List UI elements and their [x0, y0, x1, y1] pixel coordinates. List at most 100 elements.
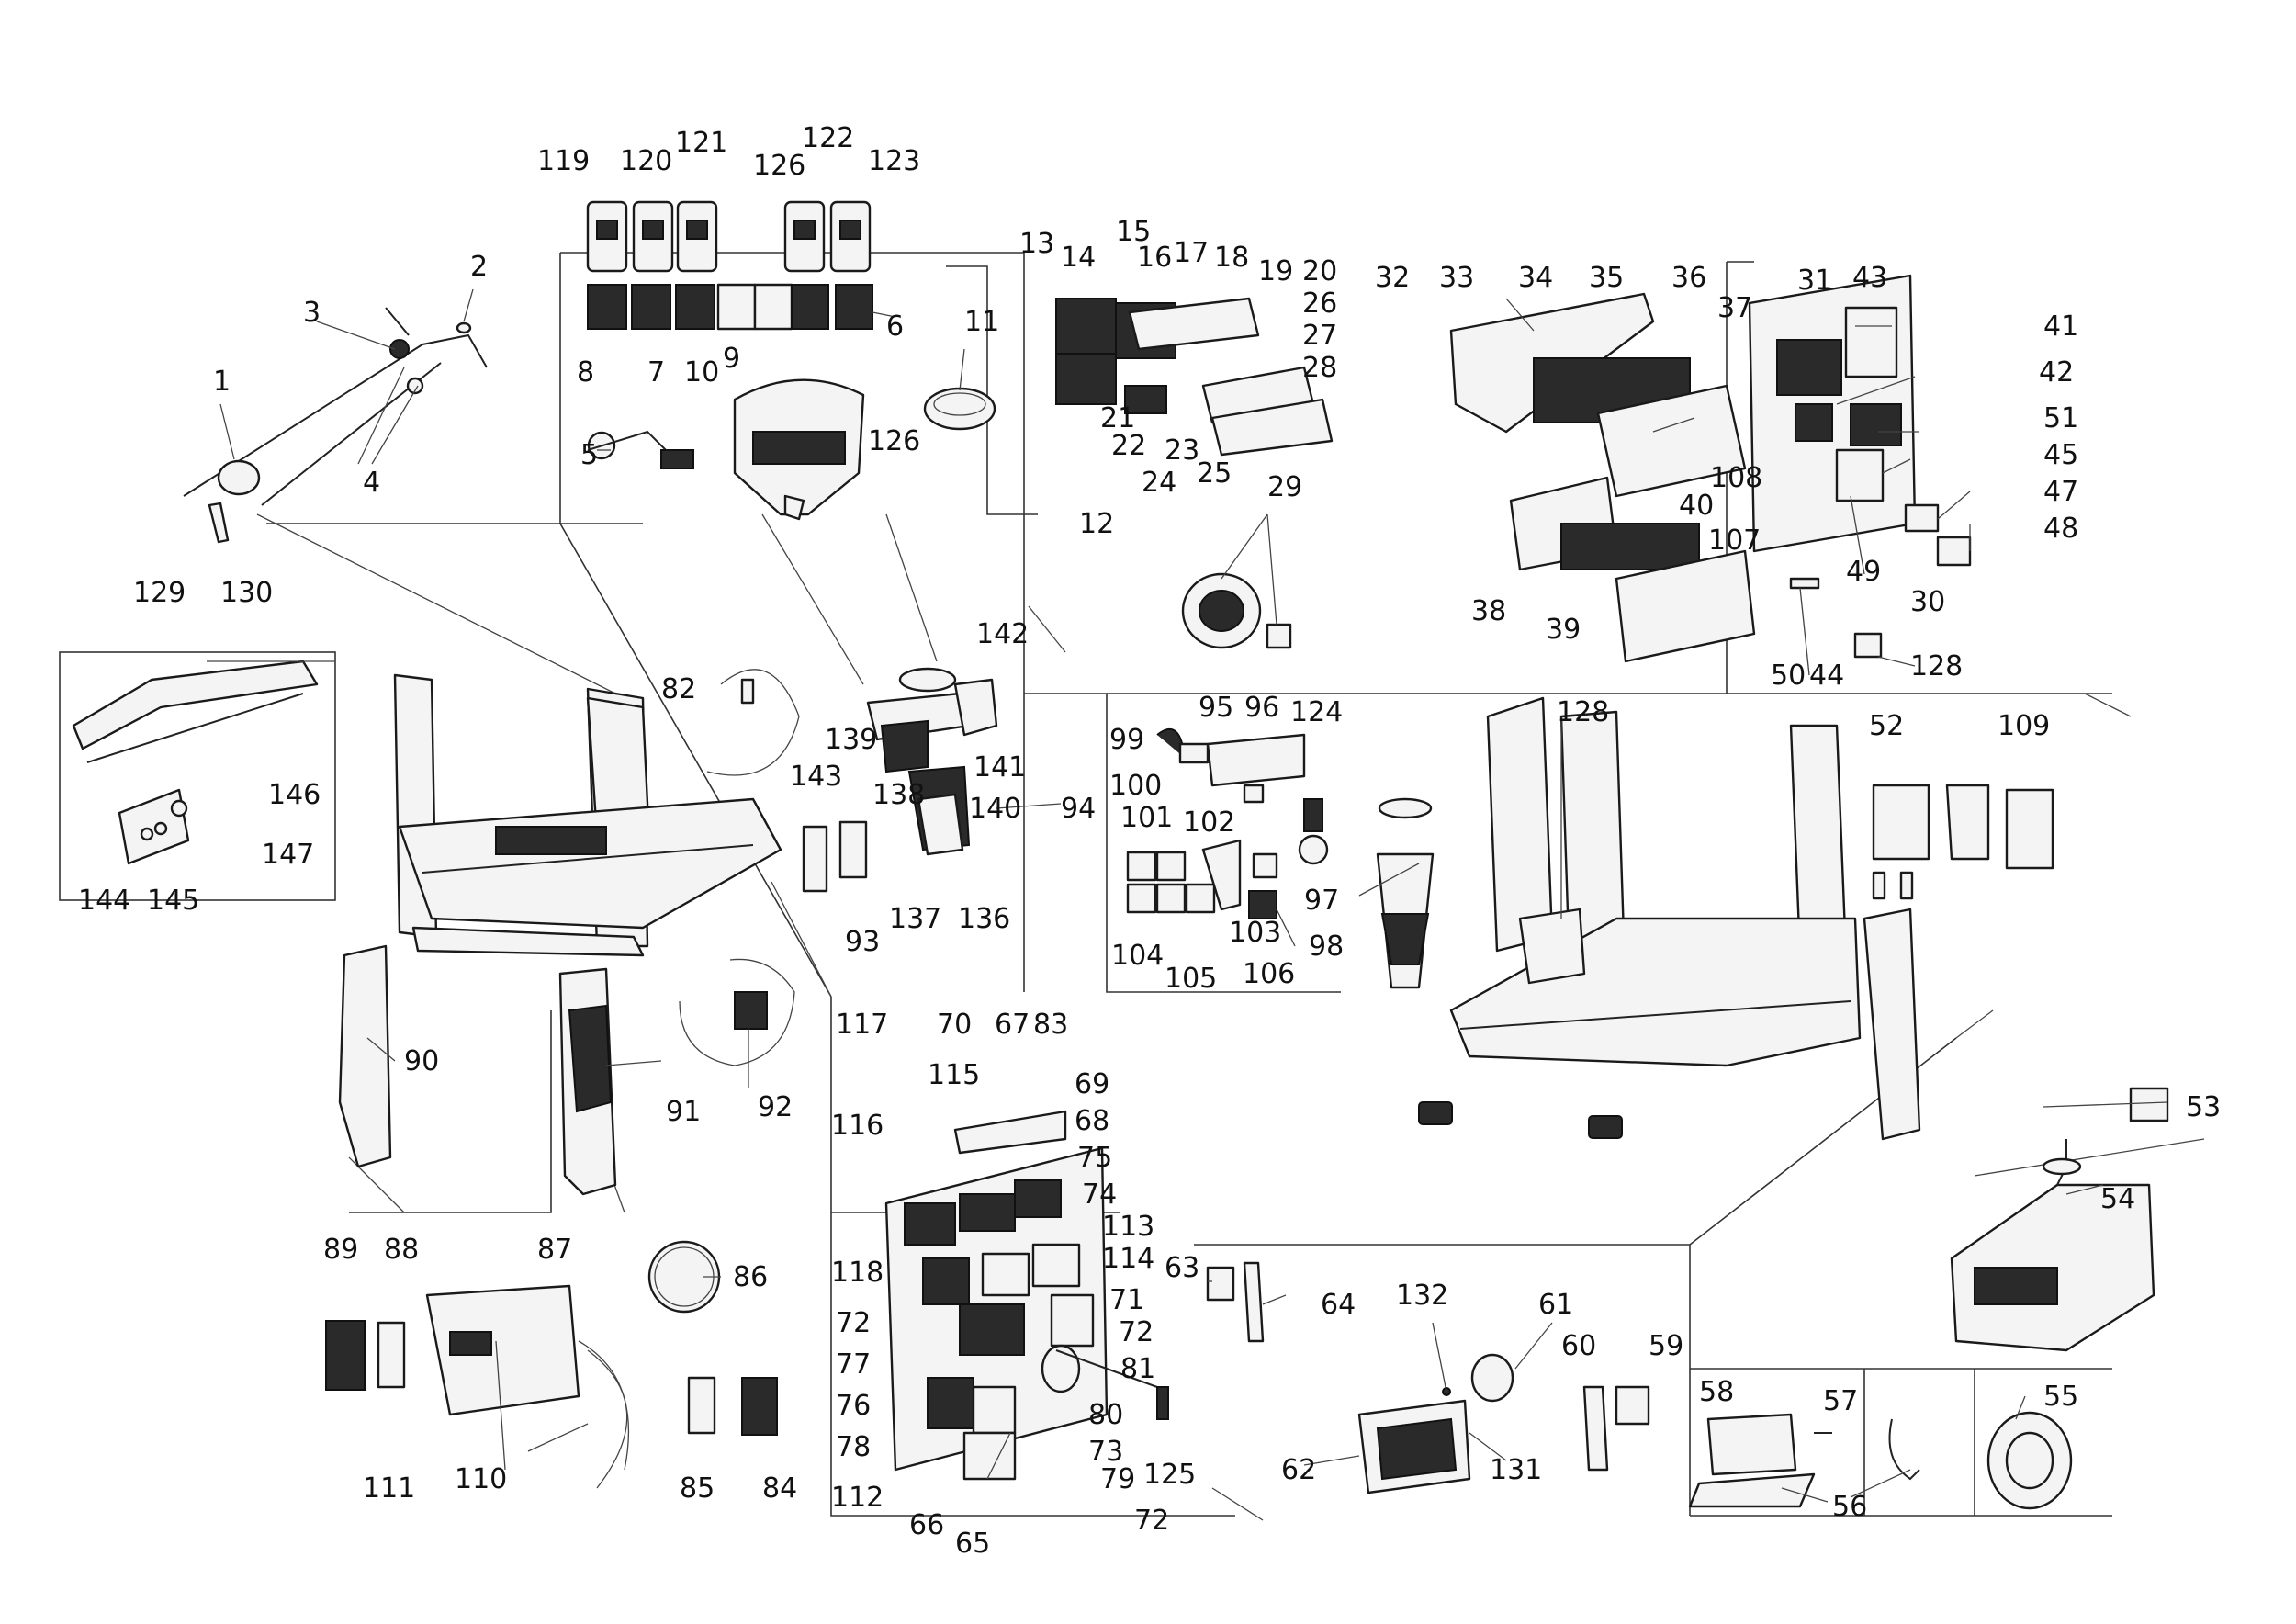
- callout-101: 101: [1120, 802, 1173, 834]
- callout-40: 40: [1679, 490, 1714, 522]
- steering-pedestal: [1376, 797, 1435, 989]
- callout-32: 32: [1375, 262, 1410, 294]
- callout-31: 31: [1797, 265, 1832, 297]
- callout-58: 58: [1699, 1376, 1734, 1408]
- right-chassis-frame: [1418, 696, 1862, 1139]
- callout-73: 73: [1088, 1436, 1123, 1468]
- callout-141: 141: [974, 751, 1026, 784]
- callout-117: 117: [836, 1009, 888, 1041]
- callout-1: 1: [213, 366, 231, 398]
- callout-139: 139: [825, 724, 877, 756]
- callout-122: 122: [802, 122, 854, 154]
- callout-51: 51: [2043, 402, 2078, 434]
- light-assembly: [1206, 1261, 1650, 1494]
- callout-92: 92: [758, 1091, 793, 1123]
- callout-105: 105: [1165, 963, 1217, 995]
- callout-68: 68: [1075, 1105, 1109, 1137]
- labels-52-109: [1872, 784, 2054, 900]
- callout-72c: 72: [1134, 1505, 1169, 1537]
- callout-27: 27: [1302, 320, 1337, 352]
- callout-22: 22: [1111, 430, 1146, 462]
- callout-77: 77: [836, 1348, 871, 1381]
- callout-28: 28: [1302, 352, 1337, 384]
- callout-36: 36: [1671, 262, 1706, 294]
- callout-131: 131: [1490, 1454, 1542, 1486]
- electrical-panel: [1748, 274, 1972, 659]
- callout-124: 124: [1290, 696, 1343, 728]
- callout-52: 52: [1869, 710, 1904, 742]
- detail-circles: [679, 669, 800, 1066]
- callout-85: 85: [680, 1472, 715, 1505]
- callout-15: 15: [1116, 216, 1151, 248]
- callout-72b: 72: [1119, 1316, 1154, 1348]
- callout-5: 5: [580, 439, 598, 471]
- callout-82: 82: [661, 673, 696, 705]
- callout-48: 48: [2043, 513, 2078, 545]
- callout-142: 142: [976, 618, 1029, 650]
- callout-76: 76: [836, 1390, 871, 1422]
- callout-107: 107: [1708, 524, 1761, 557]
- callout-126a: 126: [753, 150, 805, 182]
- callout-106: 106: [1243, 958, 1295, 990]
- callout-83: 83: [1033, 1009, 1068, 1041]
- callout-108: 108: [1710, 462, 1762, 494]
- detail-inset-ramp: [59, 651, 336, 901]
- steering-tube-assembly: [183, 307, 488, 544]
- callout-12: 12: [1079, 508, 1114, 540]
- callout-35: 35: [1589, 262, 1624, 294]
- callout-8: 8: [577, 356, 594, 389]
- callout-leaders: [219, 288, 2168, 1521]
- callout-63: 63: [1165, 1252, 1199, 1284]
- callout-138: 138: [872, 779, 925, 811]
- callout-95: 95: [1199, 692, 1233, 724]
- callout-78: 78: [836, 1431, 871, 1463]
- callout-18: 18: [1214, 242, 1249, 274]
- callout-116: 116: [831, 1110, 884, 1142]
- callout-13: 13: [1019, 228, 1054, 260]
- callout-3: 3: [303, 297, 321, 329]
- callout-129: 129: [133, 577, 186, 609]
- callout-53: 53: [2186, 1091, 2221, 1123]
- callout-81: 81: [1120, 1353, 1155, 1385]
- callout-109: 109: [1998, 710, 2050, 742]
- callout-147: 147: [262, 839, 314, 871]
- rocker-switch-group: [586, 200, 873, 331]
- callout-30: 30: [1910, 586, 1945, 618]
- callout-62: 62: [1281, 1454, 1316, 1486]
- callout-94: 94: [1061, 793, 1096, 825]
- callout-74: 74: [1082, 1179, 1117, 1211]
- callout-125: 125: [1143, 1459, 1196, 1491]
- steering-column-assembly: [866, 667, 998, 856]
- callout-146: 146: [268, 779, 321, 811]
- callout-79: 79: [1100, 1463, 1135, 1495]
- callout-132: 132: [1396, 1280, 1448, 1312]
- callout-128a: 128: [1557, 696, 1609, 728]
- callout-17: 17: [1174, 237, 1209, 269]
- callout-4: 4: [363, 467, 380, 499]
- callout-55: 55: [2043, 1381, 2078, 1413]
- callout-121: 121: [675, 127, 727, 159]
- callout-114: 114: [1102, 1243, 1154, 1275]
- callout-140: 140: [969, 793, 1021, 825]
- sweeper-machine: [1950, 1087, 2169, 1352]
- callout-137: 137: [889, 903, 941, 935]
- callout-80: 80: [1088, 1399, 1123, 1431]
- callout-47: 47: [2043, 476, 2078, 508]
- callout-6: 6: [886, 310, 904, 343]
- dashboard-console: [587, 378, 996, 521]
- callout-144: 144: [78, 885, 130, 917]
- callout-14: 14: [1061, 242, 1096, 274]
- callout-70: 70: [937, 1009, 972, 1041]
- callout-20: 20: [1302, 255, 1337, 288]
- callout-87: 87: [537, 1234, 572, 1266]
- callout-49: 49: [1846, 556, 1881, 588]
- callout-61: 61: [1538, 1289, 1573, 1321]
- callout-103: 103: [1229, 917, 1281, 949]
- callout-98: 98: [1309, 930, 1344, 963]
- callout-24: 24: [1142, 467, 1176, 499]
- callout-26: 26: [1302, 288, 1337, 320]
- callout-97: 97: [1304, 885, 1339, 917]
- callout-111: 111: [363, 1472, 415, 1505]
